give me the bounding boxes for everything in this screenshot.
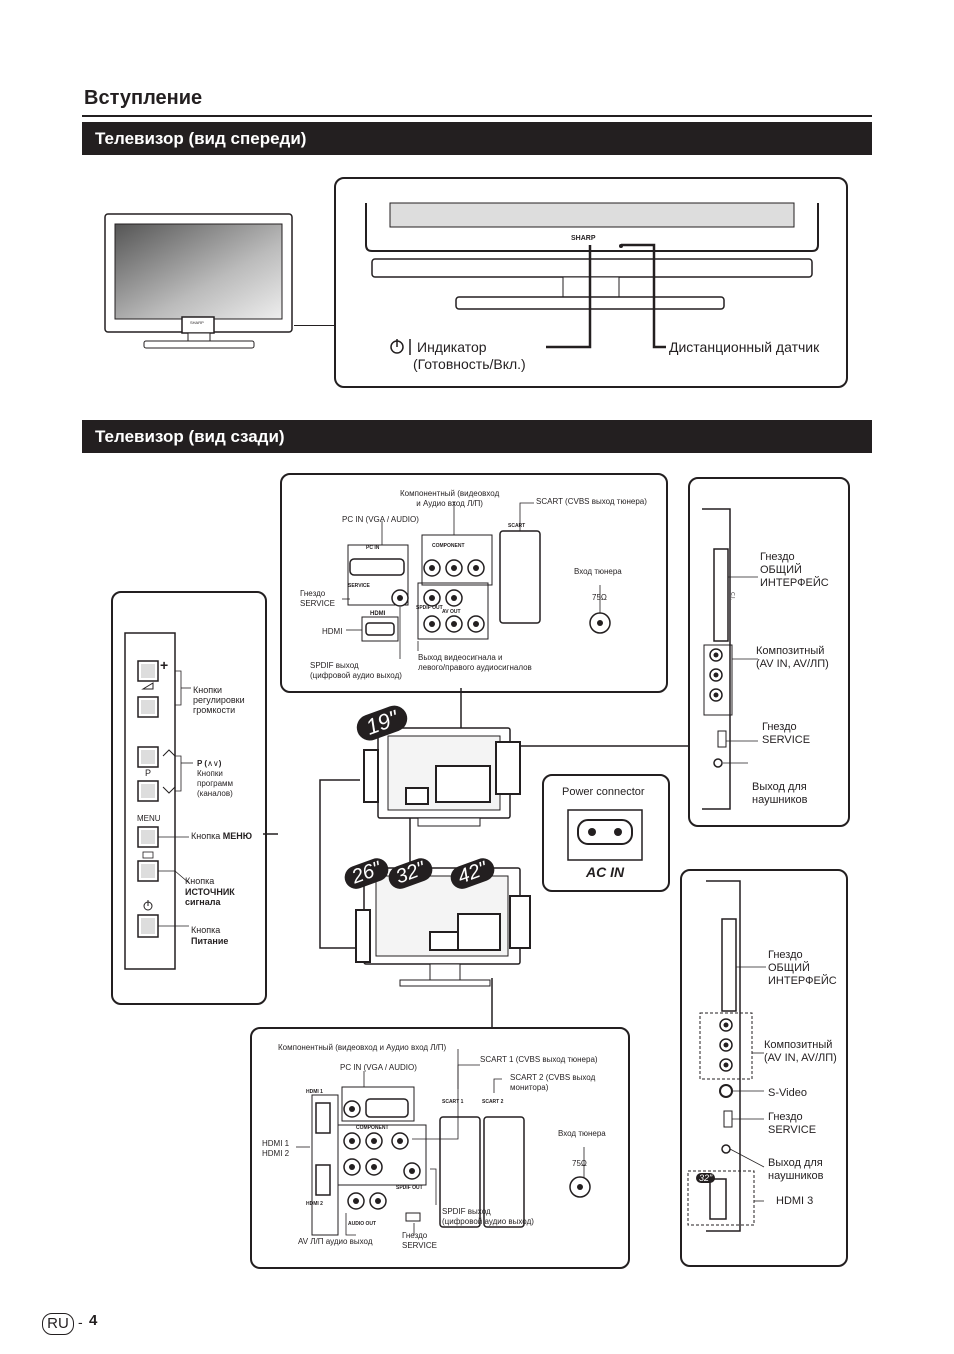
hdmi-logo: HDMI <box>370 611 386 617</box>
menu-label-bold: МЕНЮ <box>222 831 253 841</box>
rear-side-panel-bottom: Гнездо ОБЩИЙ ИНТЕРФЕЙС Композитный (AV I… <box>680 869 848 1267</box>
prog-label: P (∧∨) <box>197 759 222 768</box>
side-bottom-service-label: Гнездо SERVICE <box>768 1111 817 1136</box>
rear-bottom-scart1-label: SCART 1 (CVBS выход тюнера) <box>480 1055 598 1064</box>
prog-label-1: P ( <box>197 759 208 768</box>
front-detail-drawing <box>365 202 819 355</box>
source-label-1: Кнопка <box>185 876 215 886</box>
button-panel-drawing <box>124 632 193 970</box>
jack-component: COMPONENT <box>432 543 465 549</box>
front-tv-illustration: SHARP <box>104 213 294 349</box>
rear-bottom-drawing <box>296 1049 591 1236</box>
section-header-rear: Телевизор (вид сзади) <box>82 420 872 453</box>
rear-top-spdif-label: SPDIF выход (цифровой аудио выход) <box>310 661 402 680</box>
btn-p-label: P <box>145 768 152 778</box>
front-detail-box: SHARP Индикатор (Готовность/Вкл.) Дистан… <box>334 177 848 388</box>
footer-lang-badge: RU <box>42 1313 74 1335</box>
side-top-ci-text: C.I. <box>728 592 735 600</box>
rear-bottom-tuner-label: Вход тюнера <box>558 1129 606 1138</box>
menu-label-prefix: Кнопка <box>191 831 223 841</box>
source-label-2: ИСТОЧНИК сигнала <box>185 887 235 907</box>
btn-plus-label: + <box>160 657 169 673</box>
side-top-composite-label: Композитный (AV IN, AV/ЛП) <box>756 645 829 670</box>
side-bottom-headphones-label: Выход для наушников <box>768 1157 824 1182</box>
rear-top-drawing <box>342 501 611 659</box>
standby-label-2: (Готовность/Вкл.) <box>413 356 526 372</box>
rear-bottom-panel: Компонентный (видеовход и Аудио вход Л/П… <box>250 1027 630 1269</box>
footer-dash: - <box>78 1314 83 1330</box>
side-bottom-ci-label: Гнездо ОБЩИЙ ИНТЕРФЕЙС <box>768 949 837 987</box>
jack-hdmi1: HDMI 1 <box>306 1089 323 1095</box>
jack-spdif: SPDIF OUT <box>416 605 443 611</box>
side-bottom-hdmi3-label: HDMI 3 <box>776 1195 814 1207</box>
prog-label-rest: Кнопки программ (каналов) <box>197 769 234 798</box>
jack-avout: AV OUT <box>442 609 461 615</box>
jack-scart1: SCART 1 <box>442 1099 464 1105</box>
title-rule <box>82 115 872 117</box>
side-top-ci-label: Гнездо ОБЩИЙ ИНТЕРФЕЙС <box>760 551 829 589</box>
jack-scart: SCART <box>508 523 526 529</box>
left-button-panel: + P MENU Кнопки регулировки громкости P … <box>111 591 267 1005</box>
rear-bottom-ohm: 75Ω <box>572 1159 587 1168</box>
rear-bottom-hdmi12-label: HDMI 1 HDMI 2 <box>262 1139 290 1158</box>
jack-pcin: PC IN <box>366 545 380 551</box>
page-title: Вступление <box>84 87 203 109</box>
rear-bottom-scart2-label: SCART 2 (CVBS выход монитора) <box>510 1073 596 1092</box>
section-title-rear: Телевизор (вид сзади) <box>95 427 285 446</box>
jack-service: SERVICE <box>348 583 370 589</box>
rear-tv-center: 19" 26" 32" 42" <box>260 688 690 1028</box>
rear-top-pcin-label: PC IN (VGA / AUDIO) <box>342 515 419 524</box>
rear-top-component-label: Компонентный (видеовход и Аудио вход Л/П… <box>400 489 500 508</box>
rear-top-tuner-label: Вход тюнера <box>574 567 622 576</box>
side-top-drawing <box>702 508 758 810</box>
jack-hdmi2: HDMI 2 <box>306 1201 323 1207</box>
jack-bottom-spdif: SPDIF OUT <box>396 1185 423 1191</box>
footer-lang: RU <box>47 1315 69 1332</box>
front-brand: SHARP <box>571 235 596 242</box>
front-connector-line <box>294 325 336 326</box>
rear-side-panel-top: Гнездо ОБЩИЙ ИНТЕРФЕЙС Композитный (AV I… <box>688 477 850 827</box>
rear-top-panel: Компонентный (видеовход и Аудио вход Л/П… <box>280 473 668 693</box>
section-header-front: Телевизор (вид спереди) <box>82 122 872 155</box>
standby-label-1: Индикатор <box>417 339 487 355</box>
side-top-service-label: Гнездо SERVICE <box>762 721 811 746</box>
rear-bottom-av-audio-label: AV Л/П аудио выход <box>298 1237 373 1246</box>
jack-bottom-audio-out: AUDIO OUT <box>348 1221 377 1227</box>
power-label-2: Питание <box>191 936 229 946</box>
power-label-1: Кнопка <box>191 925 221 935</box>
side-bottom-size32: 32" <box>696 1173 716 1183</box>
side-top-headphones-label: Выход для наушников <box>752 781 808 806</box>
jack-bottom-component: COMPONENT <box>356 1125 389 1131</box>
front-small-brand: SHARP <box>190 320 204 325</box>
rear-top-hdmi-label: HDMI <box>322 627 343 636</box>
side-bottom-drawing <box>687 880 766 1232</box>
btn-menu-label: MENU <box>137 814 161 823</box>
rear-bottom-service-label: Гнездо SERVICE <box>402 1231 437 1250</box>
menu-label: Кнопка МЕНЮ <box>191 831 252 841</box>
rear-top-scart-label: SCART (CVBS выход тюнера) <box>536 497 647 506</box>
rear-top-service-label: Гнездо SERVICE <box>300 589 335 608</box>
rear-bottom-pcin-label: PC IN (VGA / AUDIO) <box>340 1063 417 1072</box>
remote-sensor-label: Дистанционный датчик <box>669 339 820 355</box>
power-connector-box: Power connector AC IN <box>542 774 670 892</box>
rear-tv-center-drawing <box>263 688 690 1028</box>
rear-top-videoout-label: Выход видеосигнала и левого/правого ауди… <box>418 653 532 672</box>
volume-label: Кнопки регулировки громкости <box>193 685 245 715</box>
jack-scart2: SCART 2 <box>482 1099 504 1105</box>
footer-page-number: 4 <box>89 1312 98 1329</box>
ac-socket-drawing <box>567 809 643 861</box>
front-tv-drawing <box>104 213 293 349</box>
rear-top-ohm: 75Ω <box>592 593 607 602</box>
side-bottom-composite-label: Композитный (AV IN, AV/ЛП) <box>764 1039 837 1064</box>
ac-in-label: AC IN <box>586 864 625 880</box>
section-title-front: Телевизор (вид спереди) <box>95 129 307 148</box>
power-connector-title: Power connector <box>562 786 645 798</box>
rear-bottom-spdif-label: SPDIF выход (цифровой аудио выход) <box>442 1207 534 1226</box>
prog-label-2: ) <box>218 759 222 768</box>
rear-bottom-component-label: Компонентный (видеовход и Аудио вход Л/П… <box>278 1043 447 1052</box>
side-bottom-svideo-label: S-Video <box>768 1087 807 1099</box>
